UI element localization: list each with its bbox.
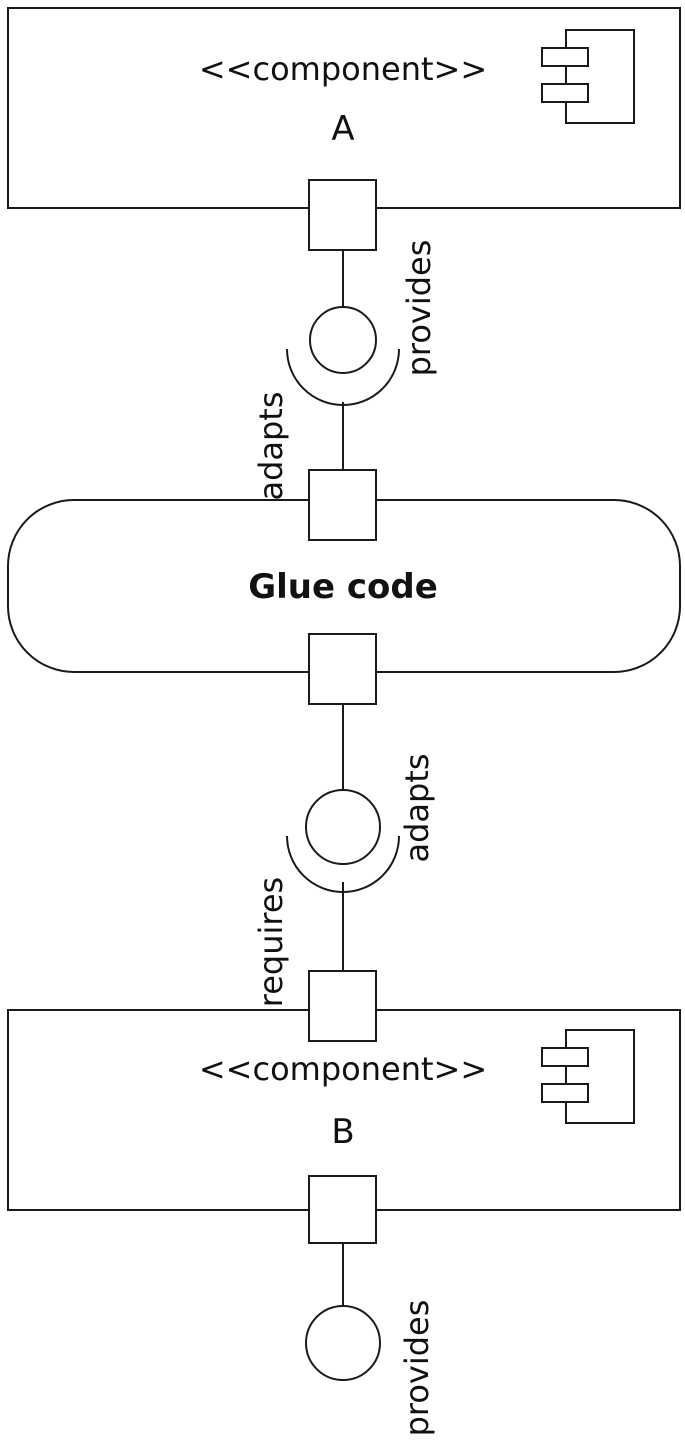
glue-code-label: Glue code	[248, 567, 438, 607]
component-b-stereotype: <<component>>	[199, 1050, 487, 1088]
label-a-provides: provides	[400, 240, 438, 377]
component-a-stereotype: <<component>>	[199, 50, 487, 88]
provided-interface-ball	[305, 789, 381, 865]
label-glue-adapts-bottom: adapts	[398, 753, 436, 862]
port-a-provided	[308, 179, 377, 251]
label-glue-adapts-top: adapts	[252, 391, 290, 500]
component-icon	[541, 1029, 635, 1124]
required-interface-socket	[286, 348, 400, 406]
component-icon	[541, 29, 635, 124]
provided-interface-ball	[305, 1305, 381, 1381]
provided-interface-ball	[309, 306, 377, 374]
port-b-required	[308, 970, 377, 1042]
label-b-requires: requires	[252, 877, 290, 1007]
required-interface-socket	[286, 835, 400, 893]
port-glue-top	[308, 469, 377, 541]
component-a-name: A	[331, 109, 354, 149]
component-b-name: B	[331, 1112, 354, 1152]
label-b-provides: provides	[398, 1300, 436, 1437]
port-glue-bottom	[308, 633, 377, 705]
component-a: <<component>> A	[7, 7, 681, 209]
port-b-provided	[308, 1175, 377, 1244]
